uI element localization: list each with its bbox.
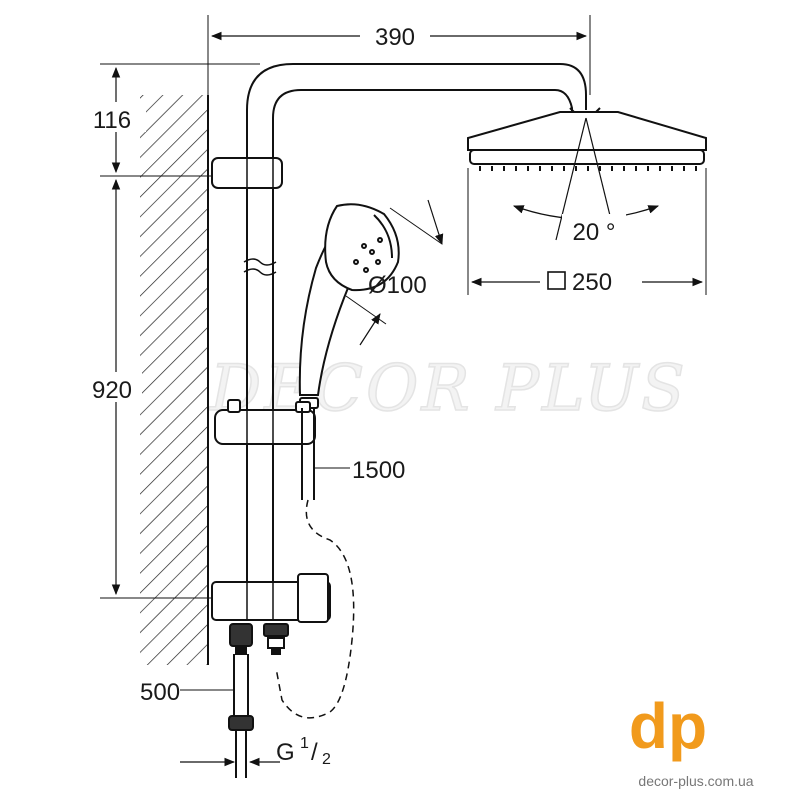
mixer-body [211,573,331,623]
hand-shower [298,203,400,409]
shower-hose [275,408,355,719]
square-symbol-icon [547,271,566,290]
pipe-break [243,258,277,276]
connection-hose [180,654,254,778]
dimension-head-diameter [345,199,444,346]
thread-dimension: G 1 / 2 [180,735,331,768]
connection-fittings [229,623,289,655]
dimension-250-label: 250 [572,269,612,296]
dimension-1500-label: 1500 [352,457,405,484]
dimension-920-label: 920 [92,377,132,404]
hand-shower-holder [214,399,316,445]
dimension-116-label: 116 [93,107,131,134]
website-url: decor-plus.com.ua [638,773,753,789]
upper-wall-bracket [211,157,283,189]
dimension-500-label: 500 [140,679,180,706]
dimension-head-width: 250 [467,168,707,296]
thread-slash: / [311,739,318,766]
thread-prefix-label: G [276,739,295,766]
logo-dp: dp [629,690,707,762]
angle-20-label: 20 ° [573,219,616,246]
thread-denominator-label: 2 [322,751,331,768]
dimension-width-top: 390 [207,15,591,95]
thread-numerator-label: 1 [300,735,309,752]
brand-logo: dp decor-plus.com.ua [629,690,754,789]
dimension-390-label: 390 [375,24,415,51]
wall [140,95,209,665]
overhead-shower-head [467,111,707,171]
dimension-diameter-label: Ø100 [368,272,427,299]
dimension-height: 116 920 [82,63,260,599]
